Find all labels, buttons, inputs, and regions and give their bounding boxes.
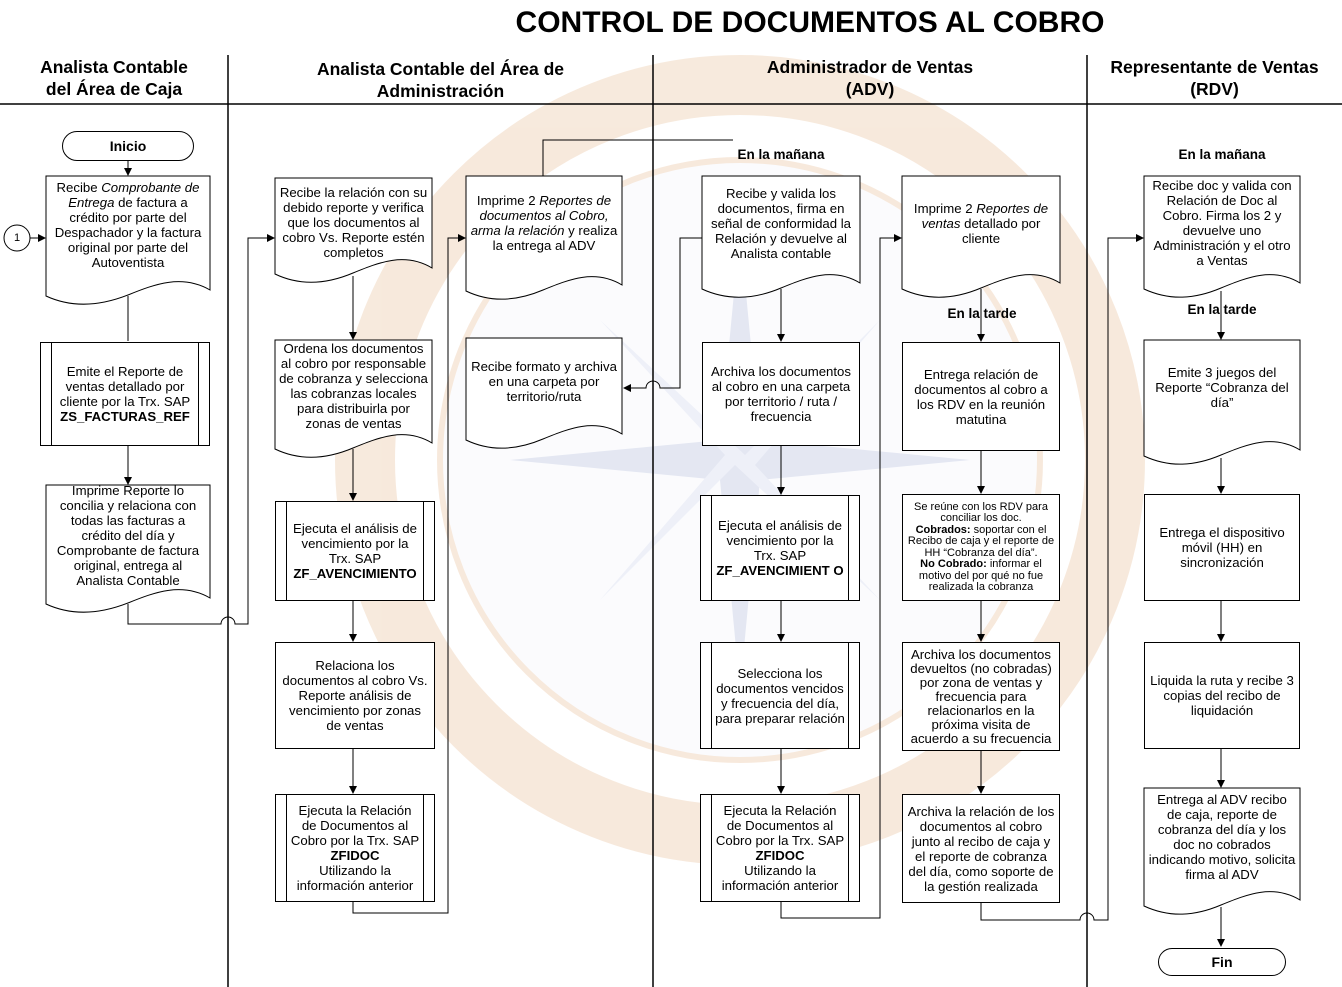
step-text: Recibe formato y archiva en una carpeta … xyxy=(471,358,617,404)
admin-archiva-step: Recibe formato y archiva en una carpeta … xyxy=(466,342,622,420)
step-text: Recibe y valida los documentos, firma en… xyxy=(710,185,852,261)
admin-imprime-step: Imprime 2 Reportes de documentos al Cobr… xyxy=(466,180,622,266)
step-text: Liquida la ruta y recibe 3 copias del re… xyxy=(1150,673,1294,718)
caja-recibe-step: Recibe Comprobante de Entrega de factura… xyxy=(46,180,210,270)
connector-label: 1 xyxy=(13,231,21,244)
caja-imprime-step: Imprime Reporte lo concilia y relaciona … xyxy=(46,483,210,588)
step-text: Selecciona los documentos vencidos y fre… xyxy=(715,665,845,726)
adv-archiva-relacion-step: Archiva la relación de los documentos al… xyxy=(902,794,1060,903)
step-text: Recibe doc y valida con Relación de Doc … xyxy=(1152,178,1292,268)
admin-imprime-text: Imprime 2 Reportes de documentos al Cobr… xyxy=(470,193,618,253)
rdv-liquida-step: Liquida la ruta y recibe 3 copias del re… xyxy=(1144,642,1300,749)
adv-imprime-text: Imprime 2 Reportes de ventas detallado p… xyxy=(906,201,1056,246)
step-text-tail: Utilizando la información anterior xyxy=(296,863,414,893)
step-text: Emite el Reporte de ventas detallado por… xyxy=(59,364,191,409)
step-text: Ordena los documentos al cobro por respo… xyxy=(279,341,428,431)
adv-devueltos-step: Archiva los documentos devueltos (no cob… xyxy=(902,642,1060,751)
adv-selecciona-step: Selecciona los documentos vencidos y fre… xyxy=(700,642,860,749)
adv-reune-step: Se reúne con los RDV para conciliar los … xyxy=(902,494,1060,601)
caja-recibe-text: Recibe Comprobante de Entrega de factura… xyxy=(50,180,206,270)
text-run: Imprime 2 xyxy=(913,200,977,216)
rdv-recibe-step: Recibe doc y valida con Relación de Doc … xyxy=(1144,178,1300,268)
label-manana-adv: En la mañana xyxy=(737,147,825,162)
lane-header-line: Analista Contable del Área de xyxy=(316,59,564,79)
lane-header-line: Representante de Ventas xyxy=(1110,57,1319,77)
adv-recibe-step: Recibe y valida los documentos, firma en… xyxy=(702,180,860,266)
step-text: Entrega al ADV recibo de caja, reporte d… xyxy=(1148,792,1296,882)
lane-header-line: Administrador de Ventas xyxy=(766,57,974,77)
step-text: Archiva los documentos devueltos (no cob… xyxy=(910,646,1052,746)
rdv-entrega-adv-step: Entrega al ADV recibo de caja, reporte d… xyxy=(1144,790,1300,884)
label-manana-rdv: En la mañana xyxy=(1178,147,1266,162)
sap-code: ZFIDOC xyxy=(330,848,380,863)
step-text: Ejecuta la Relación de Documentos al Cob… xyxy=(715,803,845,848)
admin-ejecuta-step: Ejecuta el análisis de vencimiento por l… xyxy=(275,501,435,601)
page-title: CONTROL DE DOCUMENTOS AL COBRO xyxy=(515,6,1105,39)
lane-header-line: Analista Contable xyxy=(40,57,188,77)
lane-header-line: Administración xyxy=(376,81,505,101)
step-text: Ejecuta la Relación de Documentos al Cob… xyxy=(290,803,420,848)
text-run: de factura a crédito por parte del Despa… xyxy=(54,195,202,270)
start-terminal: Inicio xyxy=(62,131,194,161)
document-shapes xyxy=(45,175,1301,915)
step-text: Ejecuta el análisis de vencimiento por l… xyxy=(293,521,417,566)
label-tarde-rdv: En la tarde xyxy=(1187,302,1257,317)
step-text: Emite 3 juegos del Reporte “Cobranza del… xyxy=(1155,364,1289,410)
text-run-bold: Cobrados: xyxy=(915,523,971,536)
text-run: Imprime 2 xyxy=(476,193,540,208)
lane-header-adv: Administrador de Ventas (ADV) xyxy=(653,56,1087,100)
rdv-emite-step: Emite 3 juegos del Reporte “Cobranza del… xyxy=(1144,342,1300,432)
text-run: soportar con el Recibo de caja y el repo… xyxy=(907,523,1055,559)
sap-code: ZF_AVENCIMIENT O xyxy=(716,563,844,578)
sap-code: ZF_AVENCIMIENTO xyxy=(293,566,417,581)
step-text: Archiva los documentos al cobro en una c… xyxy=(710,364,851,424)
lane-header-rdv: Representante de Ventas (RDV) xyxy=(1087,56,1342,100)
sap-code: ZFIDOC xyxy=(755,848,805,863)
text-run: informar el motivo del por qué no fue re… xyxy=(918,558,1044,593)
step-text: Archiva la relación de los documentos al… xyxy=(907,803,1055,894)
sap-code: ZS_FACTURAS_REF xyxy=(60,409,190,424)
adv-imprime-step: Imprime 2 Reportes de ventas detallado p… xyxy=(902,180,1060,266)
admin-relacion-step: Ejecuta la Relación de Documentos al Cob… xyxy=(275,794,435,902)
text-run-italic: Reportes de ventas xyxy=(921,200,1049,231)
caja-emite-step: Emite el Reporte de ventas detallado por… xyxy=(40,342,210,446)
text-run-italic: Reportes de documentos al Cobro, arma la… xyxy=(470,193,612,238)
lane-dividers xyxy=(0,55,1342,987)
flow-connectors xyxy=(30,139,1225,947)
text-run-bold: No Cobrado: xyxy=(920,558,987,570)
step-text: Entrega relación de documentos al cobro … xyxy=(914,366,1048,427)
label-tarde-adv: En la tarde xyxy=(947,306,1017,321)
lane-header-line: (ADV) xyxy=(845,79,895,99)
step-text-tail: Utilizando la información anterior xyxy=(721,863,839,893)
lane-header-caja: Analista Contable del Área de Caja xyxy=(0,56,228,100)
adv-relacion-step: Ejecuta la Relación de Documentos al Cob… xyxy=(700,794,860,902)
step-text: Imprime Reporte lo concilia y relaciona … xyxy=(56,482,200,588)
cobrados-line: Cobrados: soportar con el Recibo de caja… xyxy=(907,523,1055,560)
end-terminal: Fin xyxy=(1158,948,1286,976)
adv-archiva-step: Archiva los documentos al cobro en una c… xyxy=(702,342,860,446)
adv-ejecuta-step: Ejecuta el análisis de vencimiento por l… xyxy=(700,495,860,601)
step-text: Entrega el dispositivo móvil (HH) en sin… xyxy=(1159,525,1285,570)
text-run: y realiza la entrega al ADV xyxy=(492,223,618,253)
lane-header-line: del Área de Caja xyxy=(45,79,183,99)
text-run-italic: Comprobante de Entrega xyxy=(68,180,200,210)
lane-header-administracion: Analista Contable del Área de Administra… xyxy=(228,58,653,102)
admin-relaciona-step: Relaciona los documentos al cobro Vs. Re… xyxy=(275,642,435,749)
step-text: Se reúne con los RDV para conciliar los … xyxy=(914,500,1048,524)
step-text: Ejecuta el análisis de vencimiento por l… xyxy=(718,518,842,563)
lane-header-line: (RDV) xyxy=(1190,79,1239,99)
rdv-entrega-hh-step: Entrega el dispositivo móvil (HH) en sin… xyxy=(1144,494,1300,601)
no-cobrado-line: No Cobrado: informar el motivo del por q… xyxy=(907,558,1055,594)
step-text: Recibe la relación con su debido reporte… xyxy=(279,184,428,260)
admin-ordena-step: Ordena los documentos al cobro por respo… xyxy=(275,341,432,431)
text-run: detallado por cliente xyxy=(960,215,1041,246)
step-text: Relaciona los documentos al cobro Vs. Re… xyxy=(282,658,428,733)
adv-entrega-step: Entrega relación de documentos al cobro … xyxy=(902,342,1060,451)
admin-recibe-step: Recibe la relación con su debido reporte… xyxy=(275,180,432,264)
text-run: Recibe xyxy=(56,180,102,195)
